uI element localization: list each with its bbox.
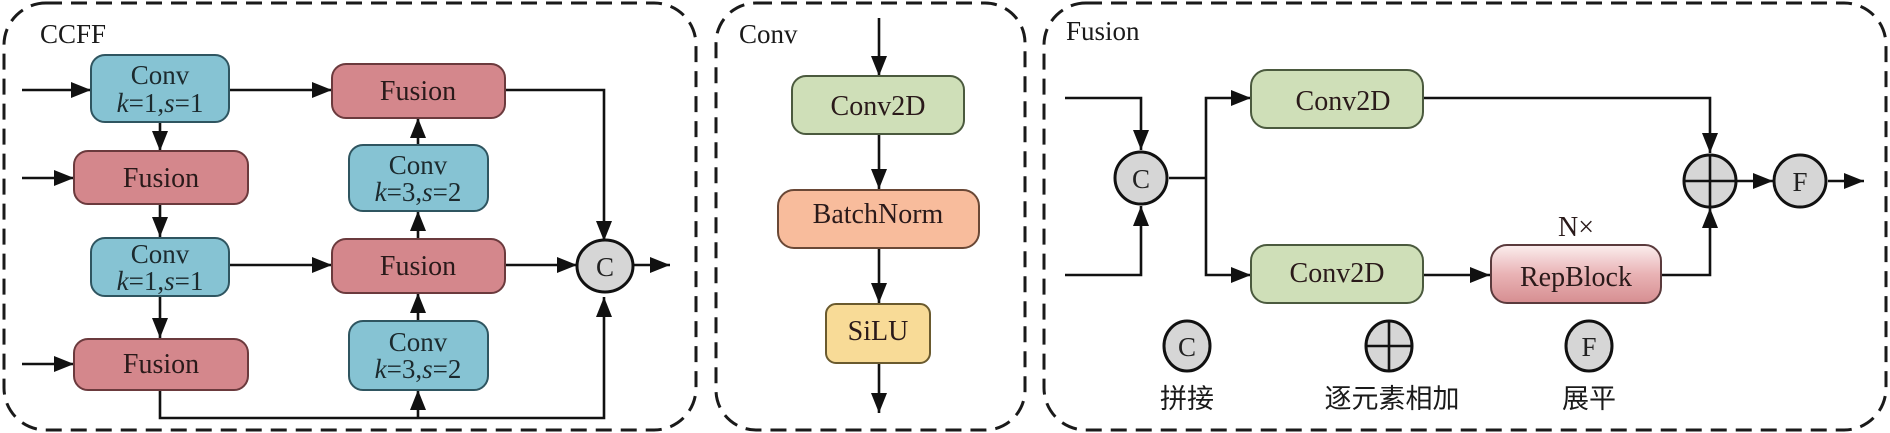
conv-panel-border — [714, 1, 1027, 432]
fusion-panel-title: Fusion — [1066, 16, 1140, 46]
conv2d-label: Conv2D — [831, 91, 926, 122]
legend-flatten-symbol: F — [1581, 332, 1596, 362]
fusion-wires — [1065, 90, 1864, 283]
fusion-block-middle: Fusion — [331, 238, 506, 294]
wire-input-bottom-concat — [1065, 206, 1149, 277]
conv-block-params: k=3,s=2 — [375, 354, 462, 384]
conv2d-block-bottom: Conv2D — [1250, 244, 1424, 304]
conv2d-block-top: Conv2D — [1250, 69, 1424, 129]
arrow-split-conv2d-top — [1204, 90, 1251, 178]
repblock-label: RepBlock — [1520, 262, 1632, 293]
concat-operator: C — [575, 238, 635, 294]
concat-symbol: C — [596, 252, 614, 282]
conv-panel-title: Conv — [739, 19, 798, 49]
conv2d-label: Conv2D — [1290, 258, 1385, 289]
conv2d-block: Conv2D — [791, 75, 965, 135]
legend-concat-symbol: C — [1178, 332, 1196, 362]
wire-fusion2-concat — [158, 297, 612, 420]
conv-block-params: k=3,s=2 — [375, 177, 462, 207]
concat-symbol: C — [1132, 164, 1150, 194]
conv-block-k1-s1-middle: Conv k=1,s=1 — [90, 237, 230, 297]
fusion-block-top: Fusion — [331, 63, 506, 119]
fusion-block-label: Fusion — [380, 251, 456, 282]
conv-block-params: k=1,s=1 — [117, 88, 204, 118]
conv-block-k1-s1-top: Conv k=1,s=1 — [90, 54, 230, 123]
legend-item-flatten: F 展平 — [1562, 319, 1616, 415]
ccff-wires — [22, 82, 670, 420]
fusion-panel: Fusion C Conv2D Conv2D — [1042, 1, 1888, 432]
ccff-panel-border — [2, 1, 698, 432]
conv2d-label: Conv2D — [1296, 86, 1391, 117]
wire-conv2d-top-add — [1423, 96, 1718, 153]
legend-add-label: 逐元素相加 — [1325, 384, 1460, 415]
flatten-symbol: F — [1792, 167, 1807, 197]
legend-item-add: 逐元素相加 — [1325, 319, 1460, 415]
fusion-block-label: Fusion — [380, 76, 456, 107]
fusion-concat-operator: C — [1113, 150, 1169, 206]
conv-block-label: Conv — [131, 239, 190, 269]
silu-label: SiLU — [848, 316, 909, 347]
conv-block-k3-s2-upper: Conv k=3,s=2 — [348, 144, 489, 212]
arrow-split-conv2d-bottom — [1204, 178, 1251, 283]
fusion-block-1: Fusion — [73, 150, 249, 205]
legend-flatten-label: 展平 — [1562, 384, 1616, 415]
flatten-operator: F — [1772, 153, 1828, 209]
conv-block-label: Conv — [389, 327, 448, 357]
batchnorm-label: BatchNorm — [813, 199, 944, 230]
batchnorm-block: BatchNorm — [777, 189, 980, 249]
repblock-repeat-label: N× — [1558, 212, 1594, 243]
conv-block-label: Conv — [389, 150, 448, 180]
fusion-block-label: Fusion — [123, 163, 199, 194]
fusion-block-label: Fusion — [123, 349, 199, 380]
ccff-panel-title: CCFF — [40, 19, 106, 49]
legend: C 拼接 逐元素相加 F 展平 — [1160, 319, 1616, 415]
fusion-block-2: Fusion — [73, 338, 249, 391]
repblock-block: N× RepBlock — [1490, 212, 1662, 304]
conv-panel: Conv Conv2D BatchNorm SiLU — [714, 1, 1027, 432]
conv-block-label: Conv — [131, 60, 190, 90]
ccff-panel: CCFF — [2, 1, 698, 432]
wire-fusion-top-concat — [505, 88, 612, 241]
legend-concat-label: 拼接 — [1160, 384, 1214, 415]
wire-input-top-concat — [1065, 96, 1149, 150]
conv-block-params: k=1,s=1 — [117, 266, 204, 296]
silu-block: SiLU — [825, 303, 931, 364]
conv-block-k3-s2-lower: Conv k=3,s=2 — [348, 320, 489, 391]
legend-item-concat: C 拼接 — [1160, 319, 1214, 415]
fusion-panel-border — [1042, 1, 1888, 432]
add-operator — [1682, 153, 1738, 209]
wire-repblock-add — [1661, 208, 1718, 277]
